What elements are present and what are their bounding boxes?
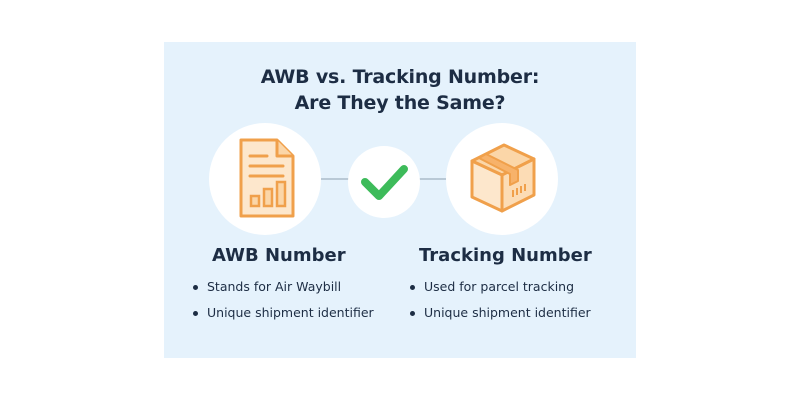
list-item: Stands for Air Waybill: [193, 274, 374, 300]
awb-icon-circle: [209, 123, 321, 235]
check-circle: [348, 146, 420, 218]
tracking-heading: Tracking Number: [419, 245, 592, 266]
awb-bullet-list: Stands for Air Waybill Unique shipment i…: [193, 274, 374, 326]
document-chart-icon: [239, 138, 295, 218]
connector-left: [310, 178, 360, 180]
tracking-icon-circle: [446, 123, 558, 235]
page-title: AWB vs. Tracking Number: Are They the Sa…: [0, 64, 800, 116]
title-line-2: Are They the Same?: [294, 92, 506, 114]
title-line-1: AWB vs. Tracking Number:: [260, 66, 540, 88]
awb-heading: AWB Number: [212, 245, 346, 266]
list-item: Used for parcel tracking: [410, 274, 591, 300]
tracking-bullet-list: Used for parcel tracking Unique shipment…: [410, 274, 591, 326]
check-icon: [361, 165, 408, 200]
list-item: Unique shipment identifier: [193, 300, 374, 326]
list-item: Unique shipment identifier: [410, 300, 591, 326]
connector-right: [408, 178, 478, 180]
package-box-icon: [470, 143, 536, 213]
